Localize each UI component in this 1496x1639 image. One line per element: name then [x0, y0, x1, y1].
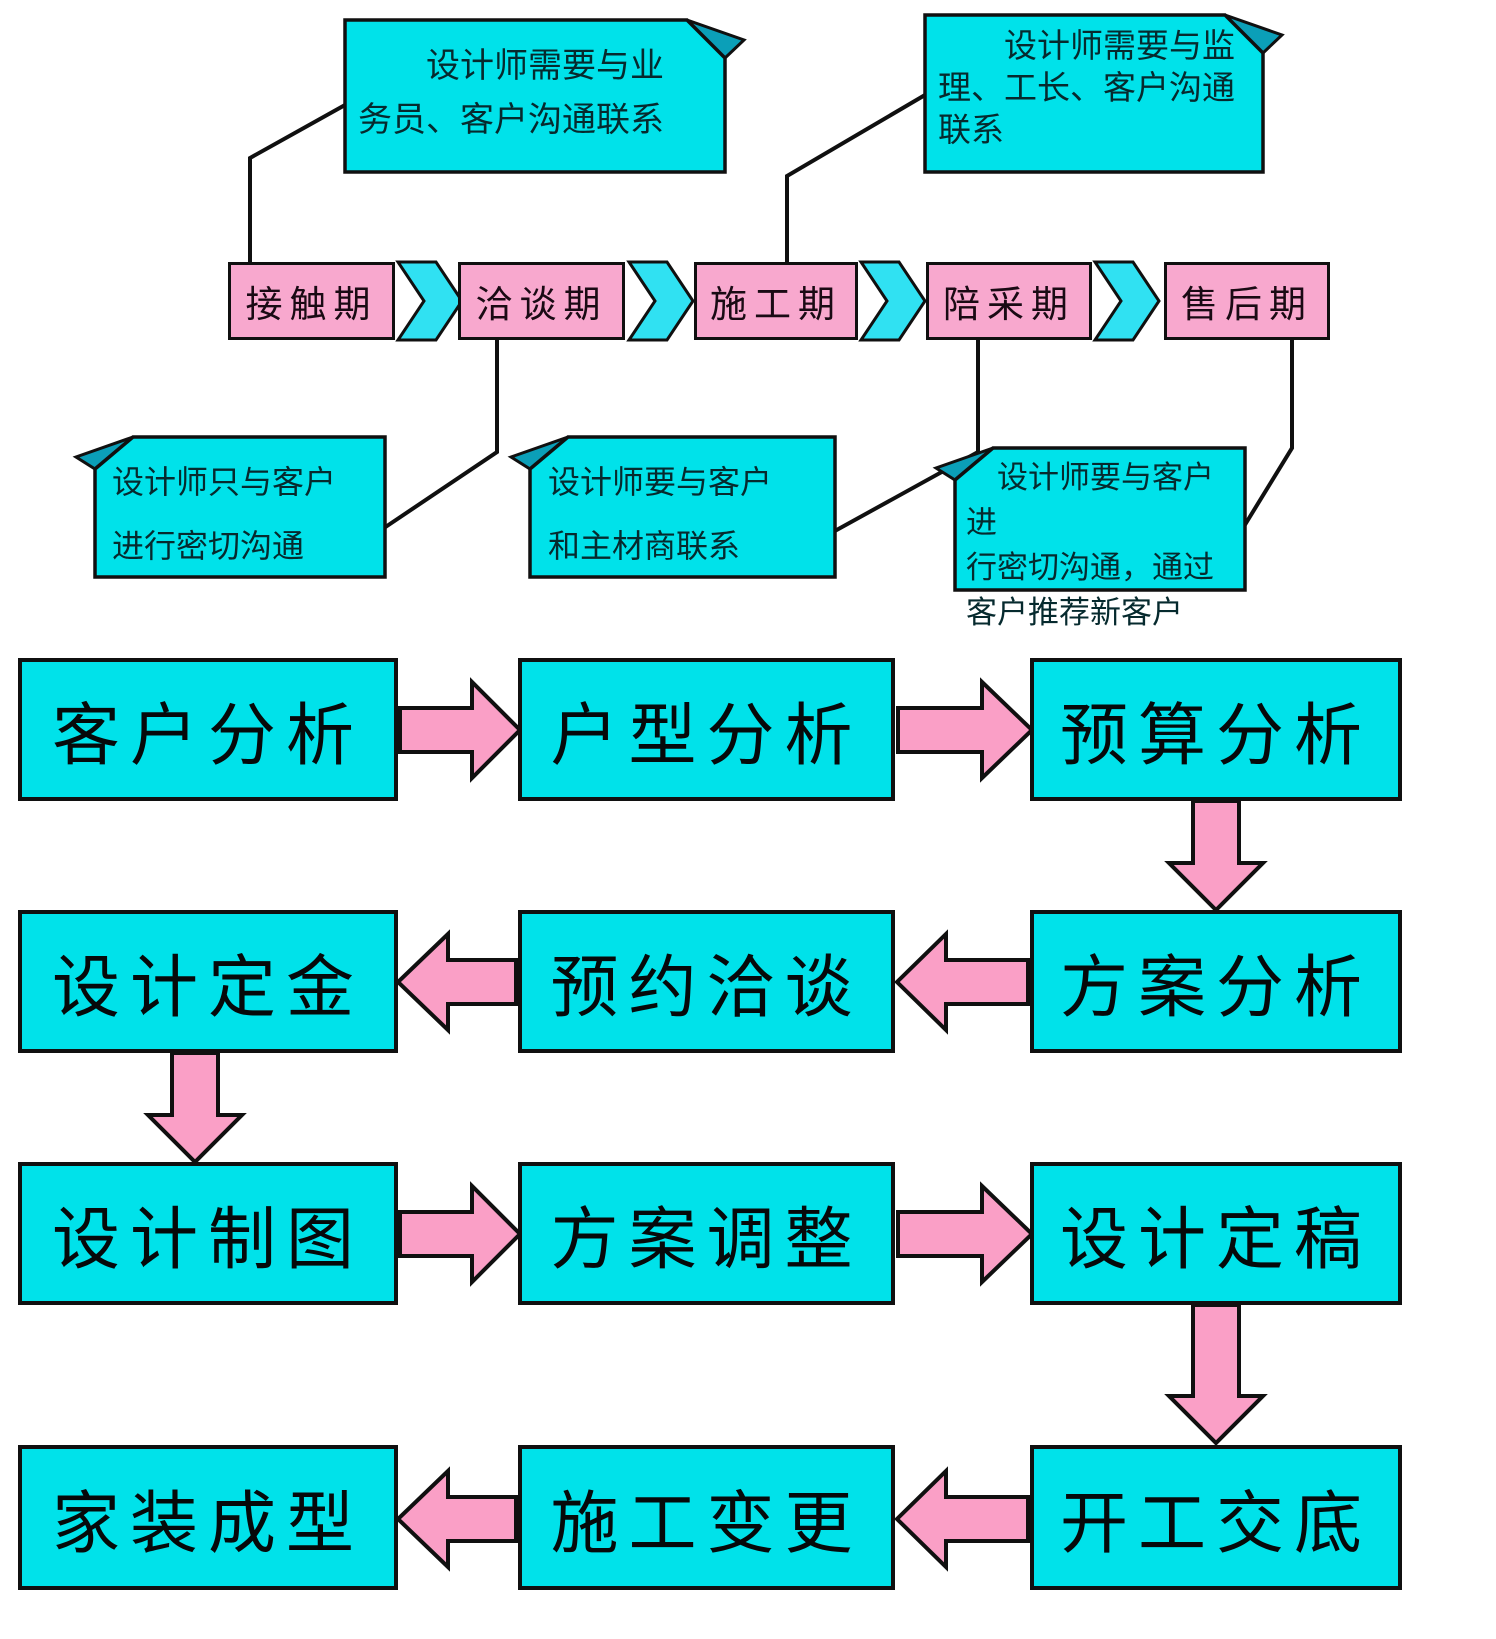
phase-box-contact: 接触期 — [228, 262, 395, 340]
phase-box-accompanied-purchase: 陪采期 — [926, 262, 1092, 340]
flow-box-plan-adjustment: 方案调整 — [518, 1162, 895, 1305]
note-top-left-text: 设计师需要与业 务员、客户沟通联系 — [358, 48, 664, 139]
arrow-left-icon-r4-b — [894, 1466, 1030, 1572]
chevron-right-icon-1 — [395, 260, 464, 342]
flow-box-start-briefing: 开工交底 — [1030, 1445, 1402, 1590]
flow-box-design-deposit: 设计定金 — [18, 910, 398, 1053]
chevron-right-icon-4 — [1092, 260, 1161, 342]
note-top-right-text: 设计师需要与监 理、工长、客户沟通 联系 — [938, 29, 1235, 150]
arrow-right-icon-r3-b — [896, 1181, 1035, 1287]
connector-note-topleft-to-phase1 — [248, 103, 346, 266]
flow-box-budget-analysis: 预算分析 — [1030, 658, 1402, 801]
arrow-down-icon-col3-a — [1164, 799, 1268, 913]
arrow-left-icon-r2-a — [395, 929, 518, 1035]
flow-box-home-decor-completed: 家装成型 — [18, 1445, 398, 1590]
note-bottom-left-text: 设计师只与客户 进行密切沟通 — [112, 464, 337, 564]
arrow-right-icon-r1-b — [896, 677, 1035, 783]
phase-box-after-sales: 售后期 — [1164, 262, 1330, 340]
flow-box-construction-change: 施工变更 — [518, 1445, 895, 1590]
flow-box-appointment-talk: 预约洽谈 — [518, 910, 895, 1053]
flow-box-customer-analysis: 客户分析 — [18, 658, 398, 801]
connector-phase5-to-note-bottomright — [1241, 338, 1294, 530]
note-shape-top-right — [923, 13, 1265, 174]
connector-phase2-to-note-bottomleft — [382, 338, 499, 530]
note-bottom-middle-text: 设计师要与客户 和主材商联系 — [548, 464, 773, 564]
arrow-down-icon-col1 — [143, 1051, 247, 1165]
arrow-right-icon-r1-a — [398, 677, 523, 783]
chevron-right-icon-2 — [626, 260, 695, 342]
connector-note-topright-to-phase3 — [785, 93, 927, 266]
arrow-left-icon-r4-a — [395, 1466, 518, 1572]
phase-box-construction: 施工期 — [694, 262, 858, 340]
arrow-right-icon-r3-a — [398, 1181, 523, 1287]
note-shape-bottom-left — [93, 435, 387, 579]
note-shape-top-left — [343, 18, 727, 174]
note-shape-bottom-right — [953, 446, 1247, 592]
note-bottom-right-text: 设计师要与客户进 行密切沟通，通过 客户推荐新客户 — [966, 460, 1214, 630]
note-shape-bottom-middle — [528, 435, 837, 579]
flow-box-layout-analysis: 户型分析 — [518, 658, 895, 801]
arrow-left-icon-r2-b — [894, 929, 1030, 1035]
flow-box-design-drafting: 设计制图 — [18, 1162, 398, 1305]
flow-box-plan-analysis: 方案分析 — [1030, 910, 1402, 1053]
chevron-right-icon-3 — [858, 260, 927, 342]
arrow-down-icon-col3-b — [1164, 1303, 1268, 1446]
phase-box-negotiation: 洽谈期 — [458, 262, 625, 340]
flow-box-design-finalized: 设计定稿 — [1030, 1162, 1402, 1305]
